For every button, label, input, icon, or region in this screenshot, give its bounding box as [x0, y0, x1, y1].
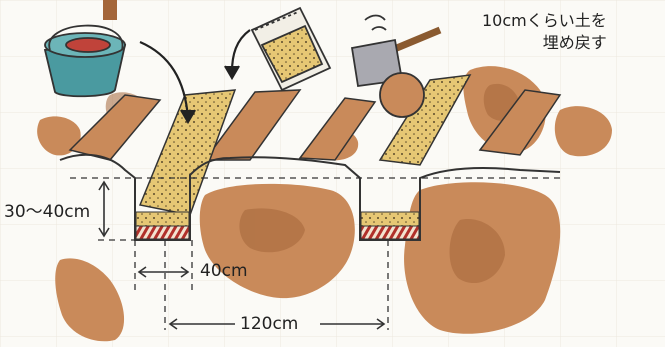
trench-width-label: 40cm	[200, 261, 248, 281]
backfill-note: 10cmくらい土を 埋め戻す	[482, 10, 607, 54]
backfill-note-line1: 10cmくらい土を	[482, 10, 607, 32]
backfill-note-line2: 埋め戻す	[482, 32, 607, 54]
depth-label: 30～40cm	[4, 197, 90, 222]
trench-spacing-label: 120cm	[240, 314, 298, 334]
